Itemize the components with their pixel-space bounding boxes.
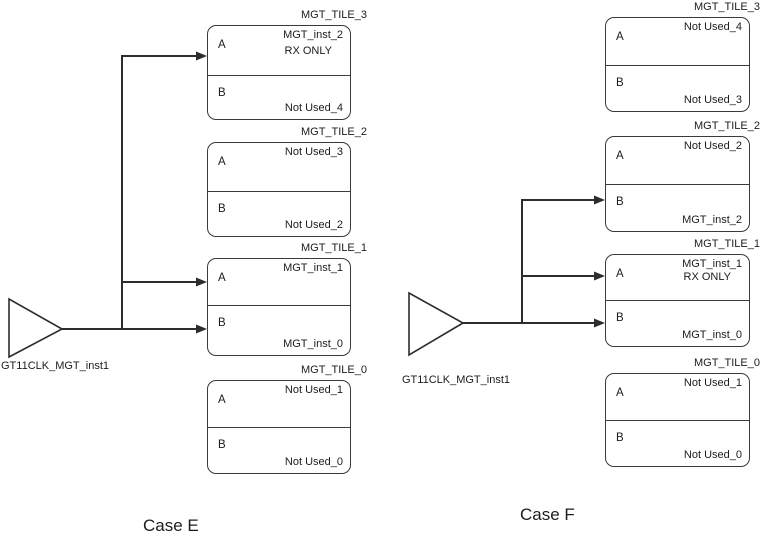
tile-title: MGT_TILE_1 — [300, 242, 367, 254]
tile-box: A Not Used_3 B Not Used_2 — [207, 142, 351, 237]
wire-case-f-vertical — [521, 199, 595, 323]
case-e-caption: Case E — [143, 516, 199, 535]
lower-instance-label: MGT_inst_2 — [682, 214, 742, 226]
arrowhead-case-f-tile2-b — [594, 195, 605, 205]
port-b-label: B — [218, 87, 226, 99]
arrowhead-case-f-tile1-a — [594, 271, 605, 281]
lower-instance-label: Not Used_2 — [284, 219, 343, 231]
tile-upper-half: A MGT_inst_1 — [208, 259, 350, 305]
port-b-label: B — [218, 317, 226, 329]
tile-lower-half: B Not Used_3 — [606, 65, 749, 111]
arrowhead-case-e-tile1-a — [196, 277, 207, 287]
arrowhead-case-f-tile1-b — [594, 318, 605, 328]
tile-title: MGT_TILE_0 — [300, 364, 367, 376]
tile-title: MGT_TILE_3 — [693, 1, 760, 13]
port-a-label: A — [218, 156, 226, 168]
clock-buffer-label-case-e: GT11CLK_MGT_inst1 — [1, 360, 110, 372]
port-b-label: B — [616, 196, 624, 208]
upper-instance-label: Not Used_1 — [683, 377, 742, 389]
tile-box: A MGT_inst_2 RX ONLY B Not Used_4 — [207, 25, 351, 120]
tile-lower-half: B Not Used_0 — [208, 427, 350, 473]
tile-box: A Not Used_4 B Not Used_3 — [605, 17, 750, 112]
arrowhead-case-e-tile1-b — [196, 324, 207, 334]
tile-lower-half: B Not Used_0 — [606, 420, 749, 466]
tile-upper-half: A Not Used_4 — [606, 18, 749, 65]
tile-title: MGT_TILE_3 — [300, 9, 367, 21]
upper-instance-label: Not Used_1 — [284, 384, 343, 396]
tile-title: MGT_TILE_1 — [693, 238, 760, 250]
lower-instance-label: Not Used_0 — [284, 456, 343, 468]
tile-box: A MGT_inst_1 RX ONLY B MGT_inst_0 — [605, 254, 750, 347]
upper-instance-label: MGT_inst_1 — [283, 262, 343, 274]
port-b-label: B — [218, 439, 226, 451]
port-a-label: A — [616, 31, 624, 43]
port-b-label: B — [616, 77, 624, 89]
tile-title: MGT_TILE_2 — [300, 126, 367, 138]
tile-box: A Not Used_1 B Not Used_0 — [605, 373, 750, 467]
clock-buffer-triangle-case-f — [408, 291, 465, 357]
port-b-label: B — [616, 312, 624, 324]
tile-upper-half: A Not Used_1 — [208, 381, 350, 427]
port-a-label: A — [616, 387, 624, 399]
tile-lower-half: B MGT_inst_0 — [208, 305, 350, 355]
wire-case-e-vertical — [121, 55, 197, 329]
lower-instance-label: Not Used_0 — [683, 449, 742, 461]
tile-title: MGT_TILE_2 — [693, 120, 760, 132]
rx-only-label: RX ONLY — [284, 45, 332, 57]
clock-buffer-label-case-f: GT11CLK_MGT_inst1 — [402, 374, 511, 386]
upper-instance-label: MGT_inst_1 — [682, 258, 742, 270]
lower-instance-label: Not Used_4 — [284, 102, 343, 114]
tile-lower-half: B MGT_inst_0 — [606, 300, 749, 346]
port-a-label: A — [218, 394, 226, 406]
port-a-label: A — [616, 150, 624, 162]
lower-instance-label: MGT_inst_0 — [682, 329, 742, 341]
upper-instance-label: Not Used_4 — [683, 21, 742, 33]
tile-box: A Not Used_1 B Not Used_0 — [207, 380, 351, 474]
case-f-caption: Case F — [520, 505, 575, 524]
tile-upper-half: A Not Used_3 — [208, 143, 350, 191]
tile-lower-half: B Not Used_4 — [208, 75, 350, 119]
tile-upper-half: A Not Used_1 — [606, 374, 749, 420]
upper-instance-label: MGT_inst_2 — [283, 29, 343, 41]
port-a-label: A — [218, 272, 226, 284]
arrowhead-case-e-tile3-a — [196, 51, 207, 61]
port-a-label: A — [218, 39, 226, 51]
upper-instance-label: Not Used_2 — [683, 140, 742, 152]
lower-instance-label: Not Used_3 — [683, 94, 742, 106]
upper-instance-label: Not Used_3 — [284, 146, 343, 158]
tile-box: A Not Used_2 B MGT_inst_2 — [605, 136, 750, 232]
tile-title: MGT_TILE_0 — [693, 357, 760, 369]
port-b-label: B — [218, 203, 226, 215]
tile-lower-half: B MGT_inst_2 — [606, 184, 749, 231]
clock-buffer-triangle-case-e — [8, 297, 64, 359]
tile-upper-half: A Not Used_2 — [606, 137, 749, 184]
port-b-label: B — [616, 432, 624, 444]
lower-instance-label: MGT_inst_0 — [283, 338, 343, 350]
tile-upper-half: A MGT_inst_1 RX ONLY — [606, 255, 749, 300]
rx-only-label: RX ONLY — [683, 271, 731, 283]
tile-upper-half: A MGT_inst_2 RX ONLY — [208, 26, 350, 75]
tile-lower-half: B Not Used_2 — [208, 191, 350, 236]
port-a-label: A — [616, 268, 624, 280]
tile-box: A MGT_inst_1 B MGT_inst_0 — [207, 258, 351, 356]
